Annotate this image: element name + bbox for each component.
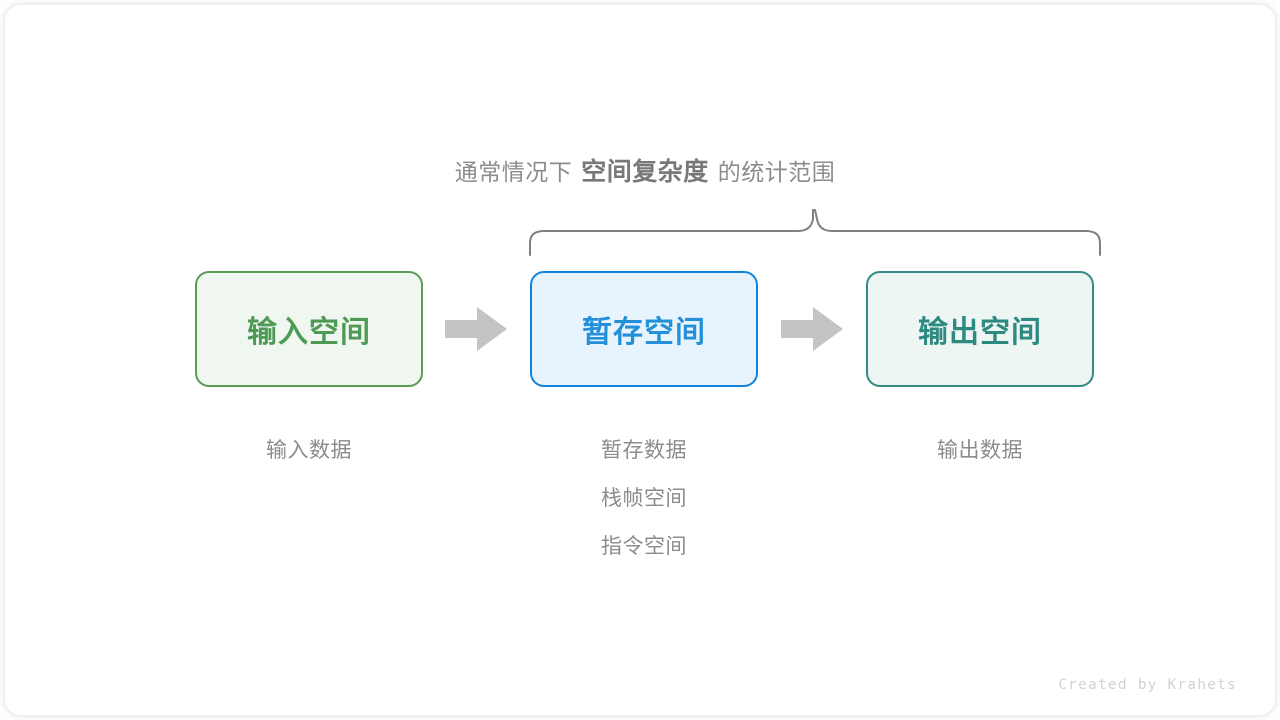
stage-box-input-label: 输入空间	[247, 316, 371, 349]
stage-items-output: 输出数据	[866, 427, 1094, 475]
stage-items-input: 输入数据	[195, 427, 423, 475]
list-item: 指令空间	[601, 535, 687, 558]
list-item: 输入数据	[266, 439, 352, 462]
list-item: 栈帧空间	[601, 487, 687, 510]
list-item: 暂存数据	[601, 439, 687, 462]
stage-box-output-label: 输出空间	[918, 316, 1042, 349]
caption-prefix: 通常情况下	[454, 159, 573, 185]
curly-brace	[515, 201, 1115, 257]
list-item: 输出数据	[937, 439, 1023, 462]
arrow-input-to-temporary-icon	[445, 305, 509, 353]
caption-emphasis: 空间复杂度	[581, 158, 709, 186]
stage-box-temporary[interactable]: 暂存空间	[530, 271, 758, 387]
arrow-temporary-to-output-icon	[781, 305, 845, 353]
slide-card: 通常情况下空间复杂度的统计范围 输入空间 暂存空间	[5, 5, 1275, 715]
caption: 通常情况下空间复杂度的统计范围	[5, 155, 1280, 189]
stage-box-temporary-label: 暂存空间	[582, 316, 706, 349]
credit-text: Created by Krahets	[1058, 677, 1237, 693]
stage-items-temporary: 暂存数据 栈帧空间 指令空间	[530, 427, 758, 571]
stage-box-output[interactable]: 输出空间	[866, 271, 1094, 387]
stage-box-input[interactable]: 输入空间	[195, 271, 423, 387]
caption-suffix: 的统计范围	[717, 159, 836, 185]
